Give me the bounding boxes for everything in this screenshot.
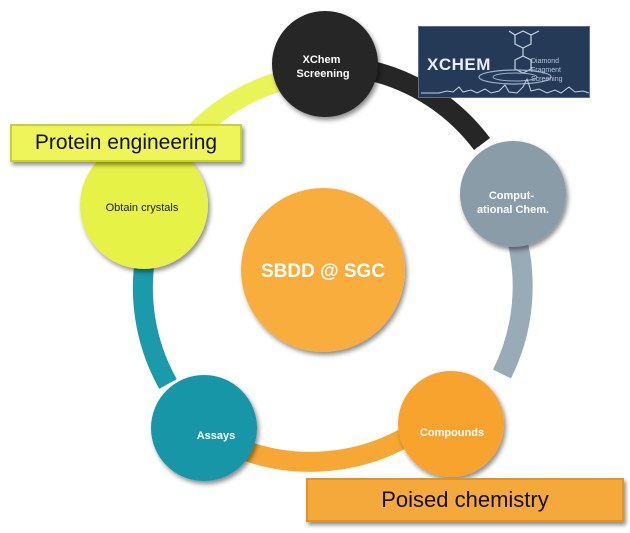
node-comp-label-line-1: Comput- bbox=[489, 190, 535, 202]
center-label: SBDD @ SGC bbox=[261, 261, 385, 282]
spectrum-line-icon bbox=[421, 77, 589, 94]
node-xchem-label: XChem Screening bbox=[296, 54, 349, 80]
node-computational-chem: Comput- ational Chem. bbox=[460, 141, 566, 247]
xchem-logo: XCHEM Diamond Fragment Screening bbox=[418, 26, 590, 98]
ring-segment-comp-compounds bbox=[492, 229, 533, 379]
xchem-logo-subtitle: Diamond Fragment Screening bbox=[531, 57, 589, 84]
xchem-logo-artwork bbox=[421, 30, 589, 94]
xchem-wordmark: XCHEM bbox=[427, 55, 491, 74]
node-crystals-circle bbox=[80, 141, 208, 269]
node-comp-circle bbox=[460, 141, 566, 247]
xchem-subtitle-line-2: Fragment bbox=[531, 67, 561, 74]
xchem-subtitle-line-1: Diamond bbox=[531, 58, 560, 65]
node-compounds-label: Compounds bbox=[420, 427, 484, 439]
ring-segment-compounds-assays bbox=[234, 422, 422, 472]
node-compounds: Compounds bbox=[398, 371, 504, 477]
node-xchem-label-line-1: XChem bbox=[303, 54, 341, 66]
node-xchem-screening: XChem Screening bbox=[272, 11, 378, 117]
node-assays: Assays bbox=[151, 375, 257, 481]
node-comp-label: Comput- ational Chem. bbox=[477, 190, 549, 216]
molecule-icon bbox=[508, 30, 540, 74]
center-node: SBDD @ SGC bbox=[241, 188, 405, 352]
callout-protein-engineering: Protein engineering bbox=[10, 124, 242, 162]
xchem-subtitle-line-3: Screening bbox=[531, 76, 563, 83]
node-compounds-circle bbox=[398, 371, 504, 477]
node-assays-label: Assays bbox=[197, 430, 236, 442]
center-circle bbox=[241, 188, 405, 352]
node-crystals-label: Obtain crystals bbox=[106, 202, 179, 214]
node-comp-label-line-2: ational Chem. bbox=[477, 204, 549, 216]
node-assays-circle bbox=[151, 375, 257, 481]
callout-poised-chemistry: Poised chemistry bbox=[306, 478, 624, 522]
synchrotron-ring-inner-icon bbox=[492, 72, 538, 82]
synchrotron-ring-icon bbox=[478, 69, 552, 85]
node-xchem-circle bbox=[272, 11, 378, 117]
node-obtain-crystals: Obtain crystals bbox=[80, 141, 208, 269]
node-xchem-label-line-2: Screening bbox=[296, 68, 349, 80]
